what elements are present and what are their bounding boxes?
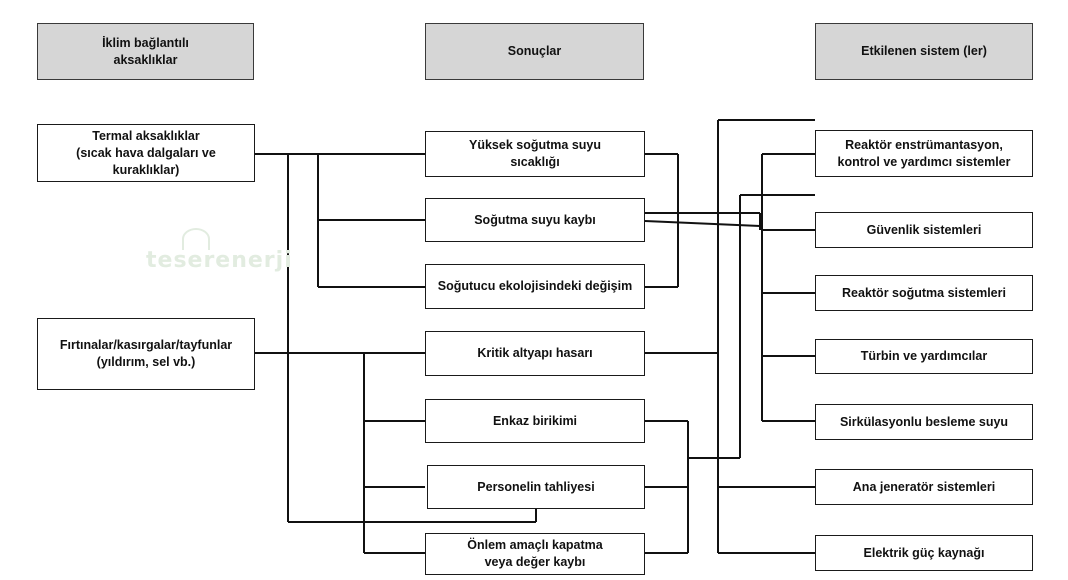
- connector: [644, 220, 761, 227]
- watermark-logo-icon: [182, 228, 210, 250]
- consequence-evacuation: Personelin tahliyesi: [427, 465, 645, 509]
- system-turbine: Türbin ve yardımcılar: [815, 339, 1033, 374]
- header-consequences: Sonuçlar: [425, 23, 644, 80]
- system-power-supply: Elektrik güç kaynağı: [815, 535, 1033, 571]
- consequence-ecology-change: Soğutucu ekolojisindeki değişim: [425, 264, 645, 309]
- consequence-debris: Enkaz birikimi: [425, 399, 645, 443]
- watermark: teserenerji: [146, 248, 293, 273]
- system-instrumentation: Reaktör enstrümantasyon, kontrol ve yard…: [815, 130, 1033, 177]
- disruption-thermal: Termal aksaklıklar (sıcak hava dalgaları…: [37, 124, 255, 182]
- consequence-cooling-loss: Soğutma suyu kaybı: [425, 198, 645, 242]
- disruption-storms: Fırtınalar/kasırgalar/tayfunlar (yıldırı…: [37, 318, 255, 390]
- header-disruptions: İklim bağlantılı aksaklıklar: [37, 23, 254, 80]
- system-generator: Ana jeneratör sistemleri: [815, 469, 1033, 505]
- consequence-shutdown: Önlem amaçlı kapatma veya değer kaybı: [425, 533, 645, 575]
- header-affected-systems: Etkilenen sistem (ler): [815, 23, 1033, 80]
- system-feedwater: Sirkülasyonlu besleme suyu: [815, 404, 1033, 440]
- consequence-infrastructure-damage: Kritik altyapı hasarı: [425, 331, 645, 376]
- consequence-high-temperature: Yüksek soğutma suyu sıcaklığı: [425, 131, 645, 177]
- system-reactor-cooling: Reaktör soğutma sistemleri: [815, 275, 1033, 311]
- system-safety: Güvenlik sistemleri: [815, 212, 1033, 248]
